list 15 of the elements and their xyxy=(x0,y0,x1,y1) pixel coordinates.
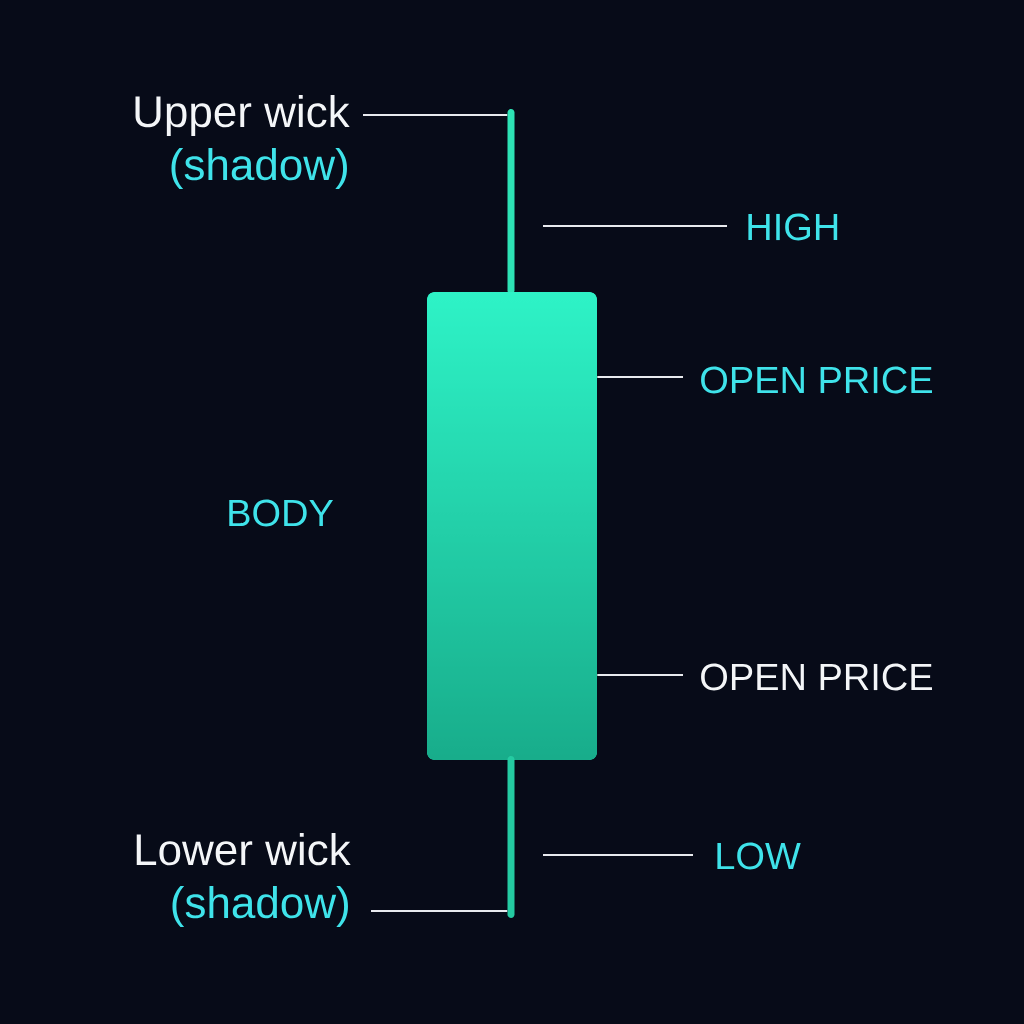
leader-line xyxy=(597,375,683,379)
leader-line xyxy=(543,853,693,857)
callout-label: Lower wick (shadow) xyxy=(136,833,351,927)
leader-line xyxy=(363,113,508,117)
leader-line xyxy=(543,224,727,228)
callout-label: BODY xyxy=(229,499,333,527)
callout-label: OPEN PRICE xyxy=(701,663,932,691)
callout-label: HIGH xyxy=(748,213,838,241)
callout-label: OPEN PRICE xyxy=(701,366,932,394)
candle-wick xyxy=(507,109,515,294)
leader-line xyxy=(597,673,683,677)
callout-label: LOW xyxy=(717,842,801,870)
callout-label: Upper wick (shadow) xyxy=(135,95,350,189)
leader-line xyxy=(371,909,508,913)
candle-wick xyxy=(507,756,515,918)
